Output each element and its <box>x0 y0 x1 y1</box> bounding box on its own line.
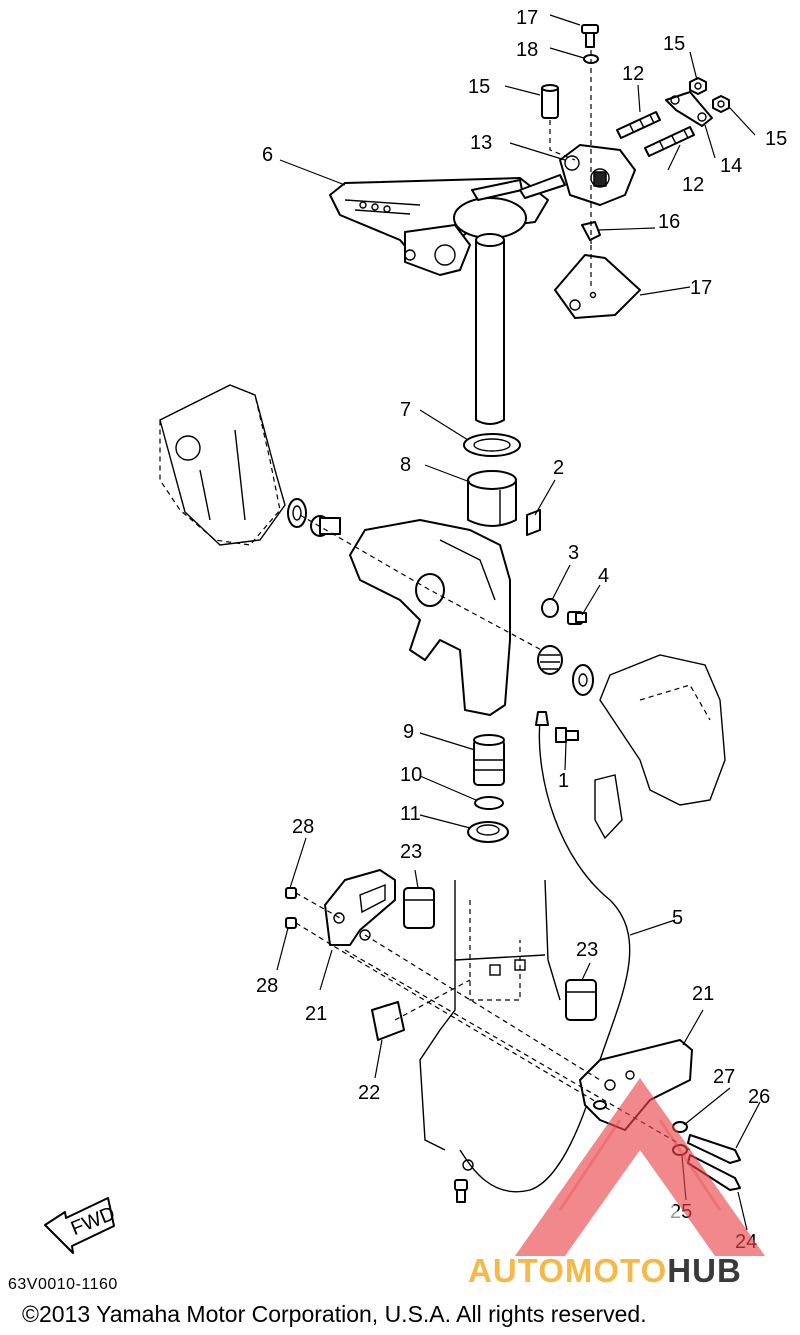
support-bracket-part-13 <box>519 144 636 206</box>
callout-15-top: 15 <box>663 33 685 55</box>
collar-part-3 <box>541 598 559 618</box>
watermark-brand-part1: AUTOMOTO <box>468 1252 668 1289</box>
callout-16: 15 <box>468 76 490 98</box>
thrust-washer-part-7 <box>463 433 521 457</box>
callout-7: 7 <box>400 399 411 421</box>
nuts-part-15 <box>689 77 730 113</box>
callout-19: 17 <box>516 7 538 29</box>
damper-part-23-upper <box>403 887 435 929</box>
callout-18: 17 <box>690 277 712 299</box>
damper-part-23-lower <box>565 979 597 1021</box>
callout-12-bottom: 12 <box>682 174 704 196</box>
callout-11: 11 <box>400 803 421 825</box>
bolts-part-24-26 <box>687 1134 741 1191</box>
bolt-part-1 <box>555 727 579 743</box>
lead-wire-part-5 <box>459 711 631 1193</box>
callout-5: 5 <box>672 907 683 929</box>
bushing-left <box>310 515 341 537</box>
callout-21-left: 21 <box>305 1003 327 1025</box>
callout-1: 1 <box>558 770 569 792</box>
clamp-bracket-outline-right <box>594 654 726 840</box>
watermark-brand: AUTOMOTOHUB <box>468 1252 742 1290</box>
callout-21-right: 21 <box>692 983 714 1005</box>
seal-part-11 <box>467 821 509 843</box>
callout-17: 16 <box>658 211 680 233</box>
plate-part-18 <box>554 254 641 319</box>
callout-8: 8 <box>400 454 411 476</box>
watermark-brand-part2: HUB <box>667 1252 742 1289</box>
damper-part-22 <box>371 1001 405 1041</box>
washer-right <box>572 664 594 696</box>
copyright-notice: ©2013 Yamaha Motor Corporation, U.S.A. A… <box>22 1301 647 1327</box>
callout-22: 22 <box>358 1082 380 1104</box>
callout-23-lower: 23 <box>576 939 598 961</box>
callout-3: 3 <box>568 542 579 564</box>
callout-15-right: 15 <box>765 128 787 150</box>
callout-4: 4 <box>598 565 609 587</box>
leader-lines <box>276 14 761 1231</box>
plate-part-2 <box>526 509 541 536</box>
washer-left <box>287 498 307 528</box>
grommet-part-9 <box>473 734 505 786</box>
pin-part-16 <box>541 84 559 119</box>
callout-27: 27 <box>713 1066 735 1088</box>
watermark-logo <box>515 1078 765 1256</box>
bolt-part-4 <box>567 611 587 625</box>
callout-23-upper: 23 <box>400 841 422 863</box>
lower-unit-outline <box>419 879 561 1151</box>
callout-26: 26 <box>748 1086 770 1108</box>
plate-part-14 <box>665 91 713 127</box>
clamp-bracket-outline-left <box>159 384 286 546</box>
callout-12-top: 12 <box>622 63 644 85</box>
diagram-part-code: 63V0010-1160 <box>8 1276 118 1293</box>
fwd-direction-arrow: FWD <box>44 1197 118 1254</box>
o-ring-part-10 <box>474 796 504 810</box>
callout-28-bottom: 28 <box>256 975 278 997</box>
callout-9: 9 <box>403 721 414 743</box>
callout-numbers: 17 18 15 12 15 15 14 13 12 6 16 17 7 8 2… <box>256 7 787 1253</box>
screw-part-19 <box>581 24 599 48</box>
callout-13: 13 <box>470 132 492 154</box>
bushing-part-8 <box>467 470 517 527</box>
callout-20: 18 <box>516 39 538 61</box>
swivel-bracket <box>349 519 511 716</box>
screws-part-28 <box>285 887 297 929</box>
ground-screw <box>454 1159 474 1203</box>
callout-14: 14 <box>720 155 742 177</box>
stud-bolts-part-12 <box>616 111 695 157</box>
callout-6: 6 <box>262 144 273 166</box>
callout-28-top: 28 <box>292 816 314 838</box>
callout-10: 10 <box>400 764 422 786</box>
bushing-right <box>537 645 563 675</box>
mount-bracket-part-21-left <box>324 869 396 946</box>
steering-bracket-part-6 <box>329 177 549 276</box>
steering-shaft <box>475 233 505 425</box>
callout-2: 2 <box>553 457 564 479</box>
